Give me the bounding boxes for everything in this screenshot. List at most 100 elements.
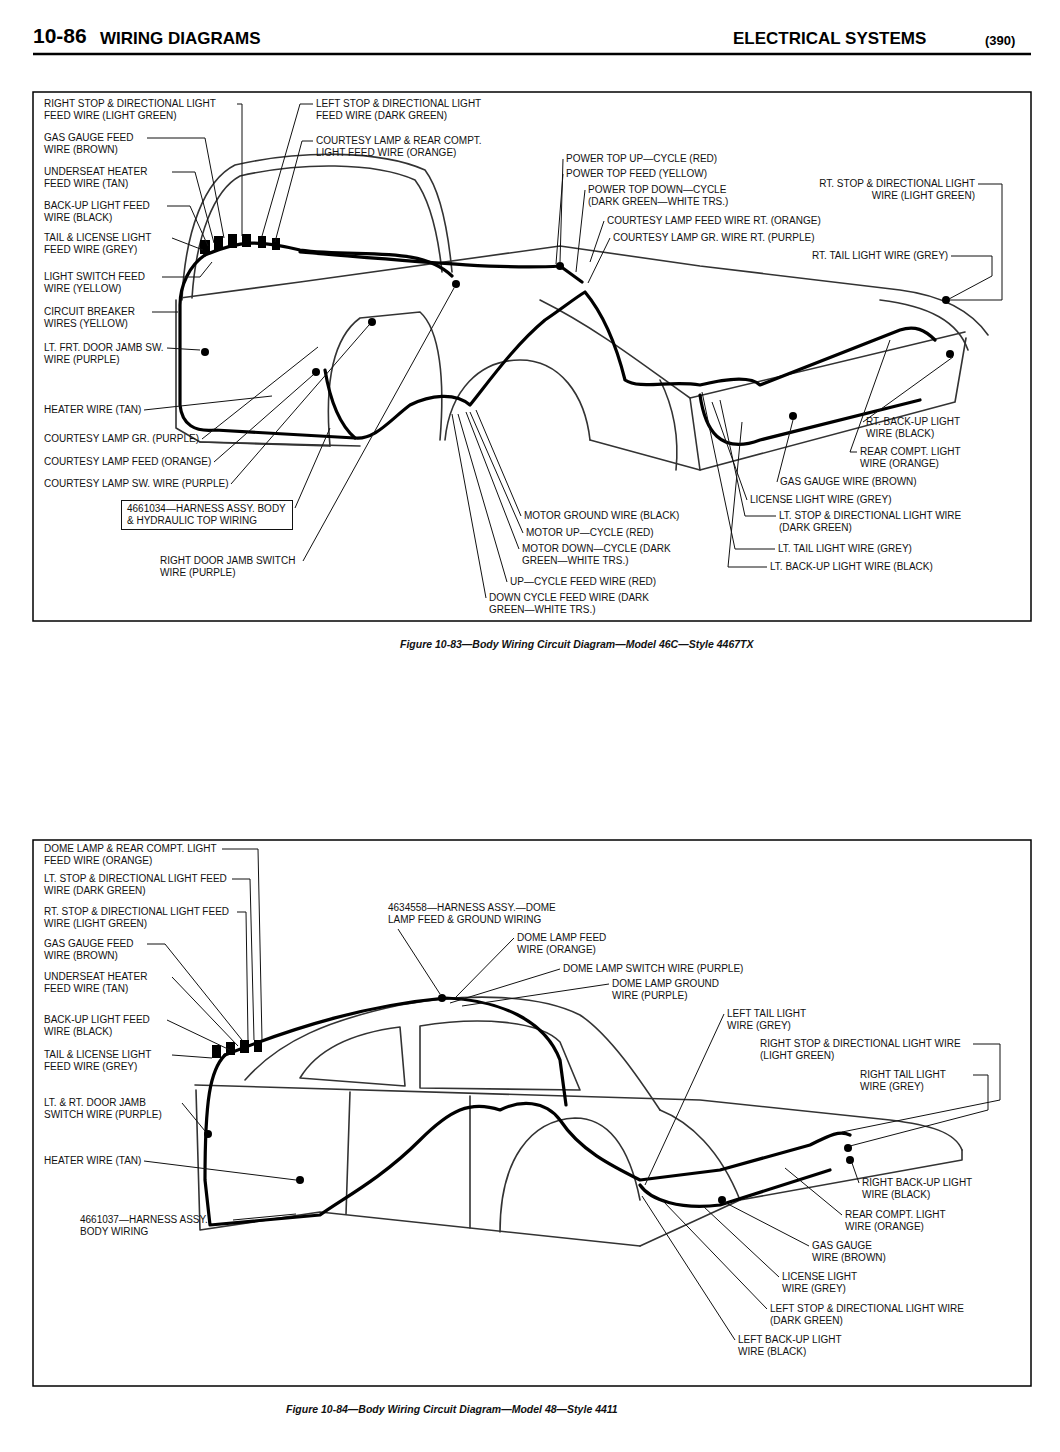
callout-label: 4661037—HARNESS ASSY. BODY WIRING xyxy=(80,1214,230,1238)
leader-line xyxy=(712,402,747,500)
callout-label: LEFT BACK-UP LIGHT WIRE (BLACK) xyxy=(738,1334,868,1358)
leader-line xyxy=(167,1020,230,1050)
leader-line xyxy=(162,262,212,277)
callout-label: RT. STOP & DIRECTIONAL LIGHT WIRE (LIGHT… xyxy=(795,178,975,202)
callout-label: RIGHT DOOR JAMB SWITCH WIRE (PURPLE) xyxy=(160,555,300,579)
callout-label: DOME LAMP & REAR COMPT. LIGHT FEED WIRE … xyxy=(44,843,219,867)
callout-label: LT. STOP & DIRECTIONAL LIGHT WIRE (DARK … xyxy=(779,510,979,534)
callout-label: REAR COMPT. LIGHT WIRE (ORANGE) xyxy=(845,1209,970,1233)
leader-line xyxy=(470,412,523,533)
callout-label: LEFT STOP & DIRECTIONAL LIGHT WIRE (DARK… xyxy=(770,1303,970,1327)
callout-label: LICENSE LIGHT WIRE (GREY) xyxy=(750,494,892,506)
leader-line xyxy=(950,184,1002,300)
callout-label: UNDERSEAT HEATER FEED WIRE (TAN) xyxy=(44,166,169,190)
callout-label: COURTESY LAMP SW. WIRE (PURPLE) xyxy=(44,478,228,490)
callout-label: MOTOR GROUND WIRE (BLACK) xyxy=(524,510,679,522)
leader-line xyxy=(452,414,486,598)
leader-line xyxy=(590,221,604,262)
leader-line xyxy=(167,206,208,246)
leader-line xyxy=(450,969,560,1003)
leader-line xyxy=(702,392,775,549)
callout-label: GAS GAUGE WIRE (BROWN) xyxy=(812,1240,897,1264)
callout-label: RIGHT STOP & DIRECTIONAL LIGHT WIRE (LIG… xyxy=(760,1038,970,1062)
leader-line xyxy=(777,420,793,482)
leader-line xyxy=(172,172,214,243)
callout-label: POWER TOP UP—CYCLE (RED) xyxy=(566,153,717,165)
callout-label: REAR COMPT. LIGHT WIRE (ORANGE) xyxy=(860,446,980,470)
leader-line xyxy=(455,938,514,998)
leader-line xyxy=(262,104,313,236)
leader-line xyxy=(222,849,262,1040)
leader-line xyxy=(295,428,330,508)
callout-label: UP—CYCLE FEED WIRE (RED) xyxy=(510,576,656,588)
callout-label: LICENSE LIGHT WIRE (GREY) xyxy=(782,1271,877,1295)
page-title: WIRING DIAGRAMS xyxy=(100,33,261,45)
leader-line xyxy=(275,141,313,242)
callout-label: LT. STOP & DIRECTIONAL LIGHT FEED WIRE (… xyxy=(44,873,229,897)
callout-label: DOWN CYCLE FEED WIRE (DARK GREEN—WHITE T… xyxy=(489,592,654,616)
callout-label: LT. FRT. DOOR JAMB SW. WIRE (PURPLE) xyxy=(44,342,164,366)
callout-label: RT. BACK-UP LIGHT WIRE (BLACK) xyxy=(866,416,986,440)
callout-label: BACK-UP LIGHT FEED WIRE (BLACK) xyxy=(44,1014,164,1038)
callout-label: GAS GAUGE FEED WIRE (BROWN) xyxy=(44,938,144,962)
callout-label: COURTESY LAMP FEED WIRE RT. (ORANGE) xyxy=(607,215,821,227)
callout-label: BACK-UP LIGHT FEED WIRE (BLACK) xyxy=(44,200,164,224)
callout-label: DOME LAMP GROUND WIRE (PURPLE) xyxy=(612,978,727,1002)
callout-label: LIGHT SWITCH FEED WIRE (YELLOW) xyxy=(44,271,159,295)
callout-label: RIGHT BACK-UP LIGHT WIRE (BLACK) xyxy=(862,1177,997,1201)
leader-line xyxy=(303,288,454,561)
leader-line xyxy=(237,912,248,1040)
page-header: 10-86 xyxy=(33,30,87,42)
callout-label: LT. & RT. DOOR JAMB SWITCH WIRE (PURPLE) xyxy=(44,1097,179,1121)
callout-label: LT. TAIL LIGHT WIRE (GREY) xyxy=(778,543,912,555)
callout-label: GAS GAUGE FEED WIRE (BROWN) xyxy=(44,132,144,156)
leader-line xyxy=(232,879,254,1040)
leader-line xyxy=(645,1014,724,1185)
leader-line xyxy=(152,312,178,313)
leader-line xyxy=(458,414,507,582)
leader-line xyxy=(556,174,563,264)
leader-line xyxy=(842,1044,1000,1132)
leader-line xyxy=(202,347,318,439)
leader-line xyxy=(147,944,242,1040)
leader-line xyxy=(785,1168,842,1215)
callout-label: COURTESY LAMP & REAR COMPT. LIGHT FEED W… xyxy=(316,135,511,159)
callout-label: LEFT TAIL LIGHT WIRE (GREY) xyxy=(727,1008,832,1032)
callout-label: DOME LAMP SWITCH WIRE (PURPLE) xyxy=(563,963,743,975)
leader-line xyxy=(144,1161,296,1180)
callout-label: UNDERSEAT HEATER FEED WIRE (TAN) xyxy=(44,971,169,995)
leader-line xyxy=(214,375,313,462)
leader-line xyxy=(466,412,519,549)
callout-label: HEATER WIRE (TAN) xyxy=(44,1155,141,1167)
leader-line xyxy=(182,1103,205,1131)
leader-line xyxy=(852,1163,859,1183)
callout-label: COURTESY LAMP GR. WIRE RT. (PURPLE) xyxy=(613,232,815,244)
leader-line xyxy=(172,977,238,1046)
leader-line xyxy=(233,1214,296,1220)
page-header: ELECTRICAL SYSTEMS xyxy=(733,33,926,45)
callout-label: COURTESY LAMP GR. (PURPLE) xyxy=(44,433,199,445)
callout-label: 4634558—HARNESS ASSY.—DOME LAMP FEED & G… xyxy=(388,902,578,926)
callout-label: RIGHT STOP & DIRECTIONAL LIGHT FEED WIRE… xyxy=(44,98,234,122)
leader-line xyxy=(237,104,242,236)
leader-line xyxy=(172,1055,212,1058)
figure-caption: Figure 10-84—Body Wiring Circuit Diagram… xyxy=(286,1403,618,1415)
harness-box: 4661034—HARNESS ASSY. BODY & HYDRAULIC T… xyxy=(121,500,293,530)
callout-label: TAIL & LICENSE LIGHT FEED WIRE (GREY) xyxy=(44,232,169,256)
leader-line xyxy=(704,1207,779,1277)
leader-line xyxy=(147,138,224,238)
leader-line xyxy=(863,357,953,422)
leader-line xyxy=(576,190,585,272)
leader-line xyxy=(662,1200,767,1309)
callout-label: POWER TOP FEED (YELLOW) xyxy=(566,168,707,180)
leader-line xyxy=(398,929,440,994)
callout-label: RT. TAIL LIGHT WIRE (GREY) xyxy=(812,250,948,262)
leader-line xyxy=(588,238,610,283)
callout-label: LEFT STOP & DIRECTIONAL LIGHT FEED WIRE … xyxy=(316,98,506,122)
callout-label: GAS GAUGE WIRE (BROWN) xyxy=(780,476,917,488)
leader-line xyxy=(724,1202,809,1246)
leader-line xyxy=(642,1196,735,1340)
